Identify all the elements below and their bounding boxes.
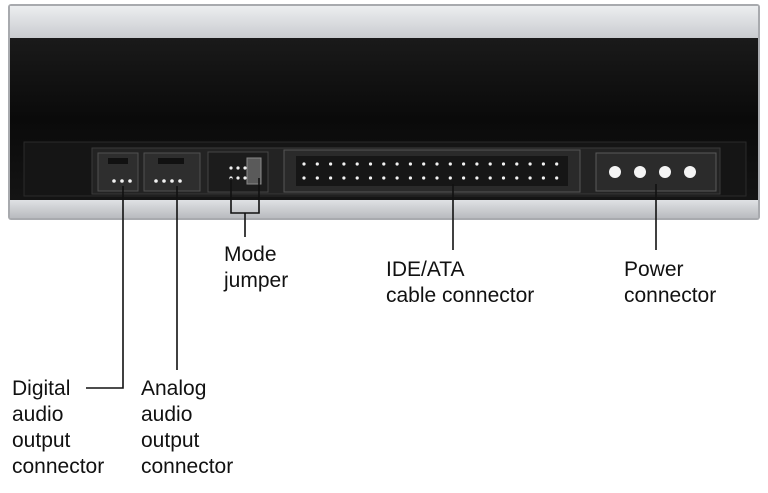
label-mode-jumper: Mode jumper bbox=[224, 243, 289, 292]
power-connector bbox=[595, 152, 717, 192]
ide-pin bbox=[462, 162, 466, 166]
ide-pin-grid bbox=[302, 162, 559, 180]
digital-audio-connector bbox=[97, 152, 139, 192]
jumper-cap bbox=[246, 157, 262, 185]
ide-pin bbox=[555, 162, 559, 166]
pin bbox=[243, 166, 247, 170]
ide-pin bbox=[501, 176, 506, 180]
ide-pin bbox=[355, 176, 359, 180]
ide-pin bbox=[475, 176, 479, 180]
ide-pin bbox=[302, 176, 306, 180]
ide-pin bbox=[315, 162, 319, 166]
power-pin bbox=[659, 166, 671, 178]
pin bbox=[236, 166, 240, 170]
ide-pin bbox=[355, 162, 359, 166]
ide-pin bbox=[368, 176, 373, 180]
drive-bottom-bezel bbox=[10, 200, 758, 218]
ide-pin bbox=[342, 162, 346, 166]
ide-pin bbox=[435, 176, 439, 180]
ide-pin bbox=[408, 162, 412, 166]
ide-pin bbox=[435, 162, 439, 166]
ide-pin bbox=[302, 162, 306, 166]
ide-pin bbox=[541, 176, 546, 180]
ide-pin bbox=[448, 162, 452, 166]
ide-pin bbox=[329, 176, 333, 180]
ide-pin bbox=[488, 176, 492, 180]
pin bbox=[154, 179, 158, 183]
ide-pin bbox=[555, 176, 559, 180]
ide-pin bbox=[528, 162, 532, 166]
ide-ata-connector bbox=[283, 149, 581, 193]
ide-pin bbox=[395, 176, 399, 180]
ide-pin bbox=[422, 176, 426, 180]
ide-pin bbox=[422, 162, 426, 166]
label-digital-audio: Digital audio output connector bbox=[12, 377, 105, 478]
ide-pin bbox=[408, 176, 412, 180]
ide-pin bbox=[462, 176, 466, 180]
leader-mode-jumper bbox=[230, 178, 260, 237]
pin bbox=[243, 176, 247, 180]
power-pin bbox=[634, 166, 646, 178]
ide-pin bbox=[382, 176, 386, 180]
pin bbox=[178, 179, 182, 183]
ide-pin bbox=[475, 162, 479, 166]
ide-pin bbox=[528, 176, 532, 180]
ide-pin bbox=[515, 162, 519, 166]
mode-jumper-block bbox=[207, 151, 269, 193]
ide-pin bbox=[541, 162, 546, 166]
ide-pin bbox=[329, 162, 333, 166]
pin bbox=[128, 179, 132, 183]
ide-pin bbox=[395, 162, 399, 166]
pin bbox=[236, 176, 240, 180]
ide-pin bbox=[368, 162, 373, 166]
pin bbox=[112, 179, 116, 183]
pin bbox=[229, 166, 233, 170]
pin bbox=[120, 179, 124, 183]
leader-digital-audio bbox=[86, 186, 124, 389]
ide-pin bbox=[382, 162, 386, 166]
ide-pin bbox=[315, 176, 319, 180]
power-pin bbox=[684, 166, 696, 178]
ide-pin bbox=[501, 162, 506, 166]
ide-pin bbox=[448, 176, 452, 180]
analog-audio-connector bbox=[143, 152, 201, 192]
ide-pin bbox=[515, 176, 519, 180]
pin bbox=[162, 179, 166, 183]
pin bbox=[170, 179, 174, 183]
label-analog-audio: Analog audio output connector bbox=[141, 377, 234, 478]
drive-top-bezel bbox=[10, 6, 758, 38]
label-power-connector: Power connector bbox=[624, 258, 717, 307]
ide-pin bbox=[488, 162, 492, 166]
power-pin bbox=[609, 166, 621, 178]
ide-pin bbox=[342, 176, 346, 180]
label-ide-ata: IDE/ATA cable connector bbox=[386, 258, 535, 307]
